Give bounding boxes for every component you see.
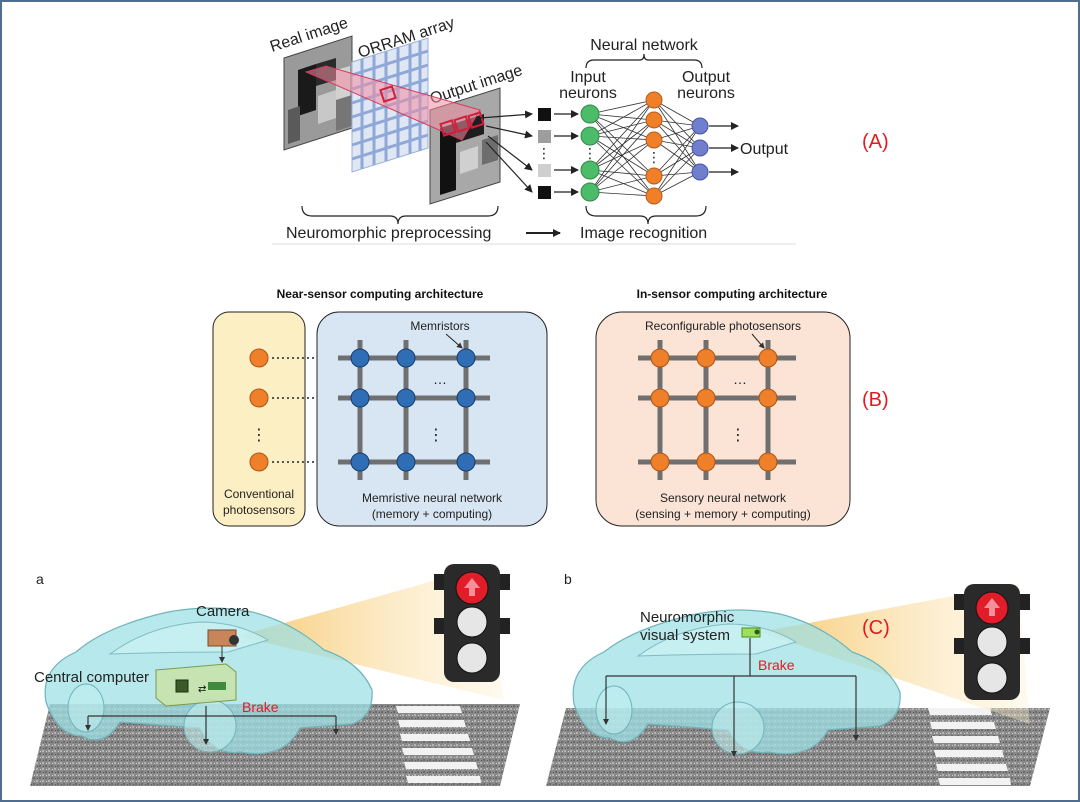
memristors-label: Memristors: [410, 319, 469, 333]
mem-hdots: …: [433, 371, 447, 387]
memristive-label-1: Memristive neural network: [362, 491, 503, 505]
nvs-label-2: visual system: [640, 627, 730, 644]
in-sensor-title: In-sensor computing architecture: [637, 287, 828, 301]
nvs-label-1: Neuromorphic: [640, 609, 735, 626]
near-sensor-title: Near-sensor computing architecture: [277, 287, 484, 301]
recognition-label: Image recognition: [580, 225, 707, 242]
traffic-light-b: [954, 584, 1030, 700]
svg-text:⋮: ⋮: [583, 145, 597, 161]
camera-device: [207, 629, 239, 647]
neuromorphic-sensor-device: [741, 627, 761, 638]
network-connections: [589, 99, 701, 197]
light-beam-a: [238, 566, 504, 700]
crosswalk-b: [928, 708, 1011, 785]
sensory-label-1: Sensory neural network: [660, 491, 787, 505]
central-computer-device: ⇄: [155, 663, 237, 707]
neural-network-label: Neural network: [590, 37, 699, 54]
mem-vdots: ⋮: [428, 427, 444, 444]
subpanel-b-label: b: [564, 571, 572, 587]
scan-beam: [304, 65, 481, 141]
brake-lines-b: [603, 638, 859, 757]
output-label: Output: [740, 141, 789, 158]
light-beam-b: [760, 584, 1030, 724]
panel-a: Real image ORRAM array: [268, 15, 796, 245]
input-neurons-label-2: neurons: [559, 85, 617, 102]
conv-vdots: ⋮: [251, 427, 267, 444]
preprocessing-label: Neuromorphic preprocessing: [286, 225, 491, 242]
hidden-neurons: [645, 91, 663, 205]
svg-text:⋮: ⋮: [537, 145, 551, 161]
conventional-label-1: Conventional: [224, 487, 294, 501]
input-neurons-label-1: Input: [570, 69, 606, 86]
panel-c: a Camera ⇄ Centr: [30, 564, 1050, 786]
svg-text:⇄: ⇄: [198, 684, 206, 695]
panel-tag-b: (B): [862, 389, 889, 411]
central-computer-label: Central computer: [34, 669, 149, 686]
reconfigurable-photosensors: [650, 348, 778, 472]
real-image-panel: [283, 35, 353, 151]
camera-label: Camera: [196, 603, 250, 620]
car-b: [572, 609, 901, 755]
brake-lines-a: [85, 706, 339, 745]
brake-label-a: Brake: [242, 699, 279, 715]
subpanel-a-label: a: [36, 571, 44, 587]
sens-hdots: …: [733, 371, 747, 387]
sensory-label-2: (sensing + memory + computing): [635, 507, 810, 521]
pixel-inputs: ⋮: [537, 108, 551, 199]
reconfigurable-label: Reconfigurable photosensors: [645, 319, 801, 333]
svg-text:⋮: ⋮: [647, 149, 661, 165]
conventional-label-2: photosensors: [223, 503, 295, 517]
memristors: [350, 348, 476, 472]
memristive-network-box: [316, 311, 548, 527]
brake-label-b: Brake: [758, 657, 795, 673]
panel-tag-c: (C): [862, 617, 890, 639]
conventional-photosensors: [249, 348, 269, 472]
panel-tag-a: (A): [862, 131, 889, 153]
panel-b: Near-sensor computing architecture In-se…: [212, 287, 851, 527]
conventional-photosensors-box: [212, 311, 306, 527]
crosswalk-a: [396, 706, 481, 783]
traffic-light-a: [434, 564, 510, 682]
input-neurons: [580, 104, 600, 202]
output-neurons-label-2: neurons: [677, 85, 735, 102]
memristive-label-2: (memory + computing): [372, 507, 492, 521]
output-neurons: [691, 117, 709, 181]
sens-vdots: ⋮: [730, 427, 746, 444]
output-neurons-label-1: Output: [682, 69, 731, 86]
